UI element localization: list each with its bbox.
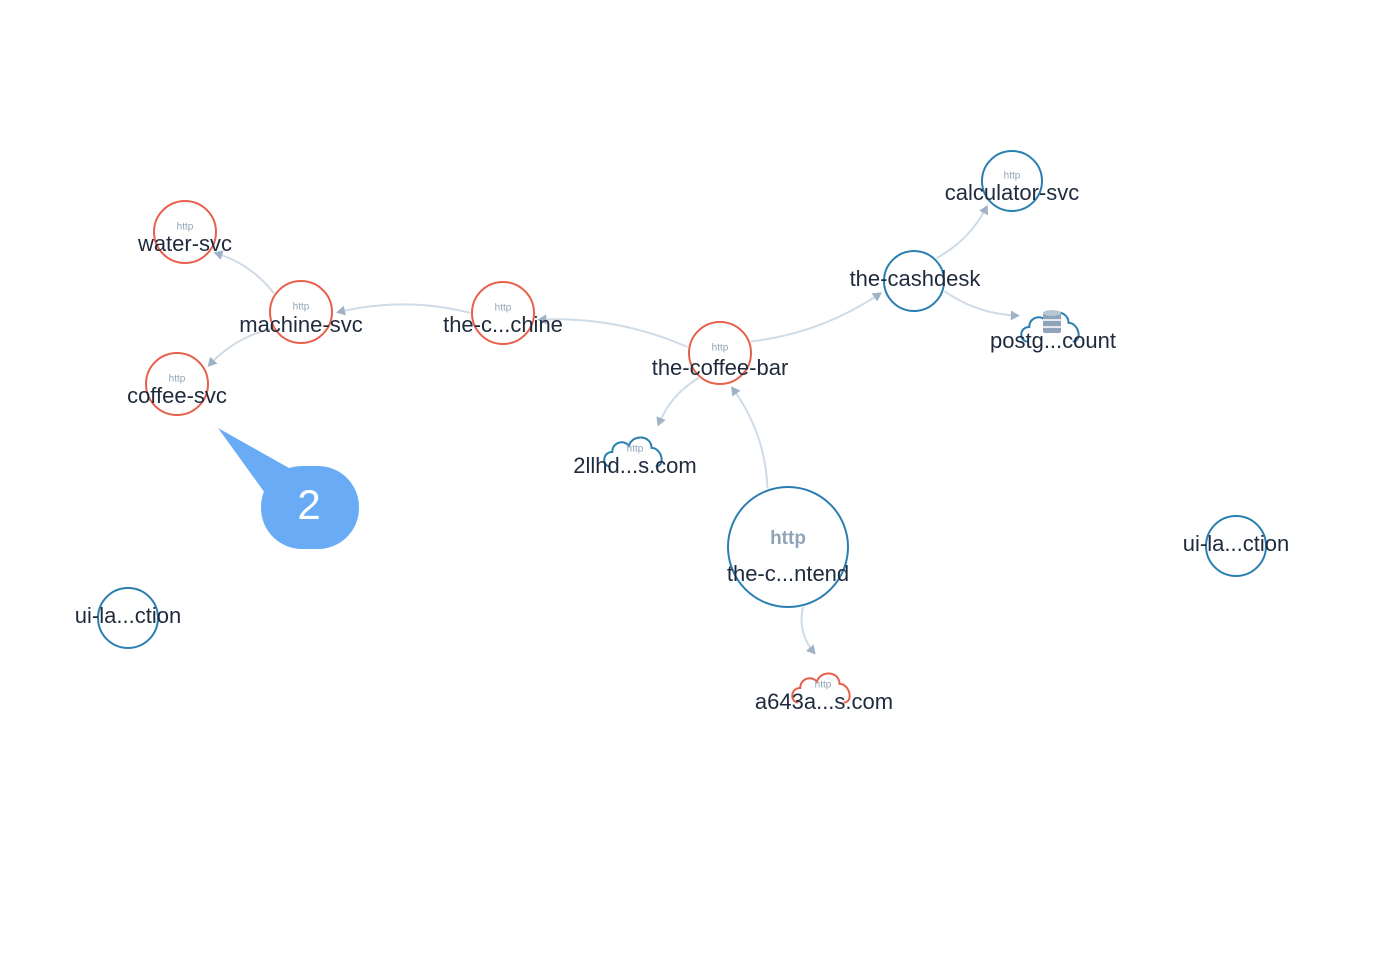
cloud-icon <box>603 436 663 468</box>
node-label: ui-la...ction <box>75 603 181 628</box>
node-label: coffee-svc <box>127 383 227 408</box>
node-ring <box>981 150 1043 212</box>
edge-the-c-ntend-to-the-coffee-bar[interactable] <box>731 387 769 489</box>
edge-the-cashdesk-to-postg-count[interactable] <box>943 290 1018 317</box>
database-icon <box>1043 310 1061 333</box>
node-ui-la-ction-right[interactable]: ui-la...ction <box>1183 515 1289 577</box>
node-label: calculator-svc <box>945 180 1079 205</box>
edge-arrowhead <box>207 356 218 367</box>
protocol-label: http <box>177 222 194 233</box>
node-ring <box>145 352 209 416</box>
badge-count: 2 <box>297 481 320 528</box>
edge-arrowhead <box>336 305 346 316</box>
edge-arrowhead <box>656 416 666 427</box>
edge-arrowhead <box>806 644 816 655</box>
cloud-icon <box>791 672 851 704</box>
node-the-c-ntend[interactable]: http the-c...ntend <box>727 486 849 608</box>
nodes-layer: httpwater-svchttpmachine-svchttpcoffee-s… <box>75 150 1289 714</box>
edge-the-coffee-bar-to-the-c-chine[interactable] <box>539 318 688 348</box>
edge-the-c-chine-to-machine-svc[interactable] <box>337 303 471 314</box>
node-ring <box>153 200 217 264</box>
edge-the-coffee-bar-to-the-cashdesk[interactable] <box>750 292 881 343</box>
edge-arrowhead <box>213 250 224 260</box>
node-label: the-cashdesk <box>850 266 982 291</box>
node-the-cashdesk[interactable]: the-cashdesk <box>850 250 982 312</box>
edge-arrowhead <box>979 204 989 216</box>
node-label: the-c...ntend <box>727 561 849 586</box>
edge-the-coffee-bar-to-2llhd-com[interactable] <box>657 377 700 426</box>
edge-arrowhead <box>1010 310 1020 321</box>
edge-machine-svc-to-water-svc[interactable] <box>215 252 275 294</box>
protocol-label: http <box>627 444 644 455</box>
edge-arrowhead <box>731 386 741 397</box>
edge-arrowhead <box>871 292 882 302</box>
node-label: water-svc <box>137 231 232 256</box>
node-label: the-c...chine <box>443 312 563 337</box>
edges-layer <box>207 204 1020 655</box>
protocol-label: http <box>495 303 512 314</box>
node-label: postg...count <box>990 328 1116 353</box>
node-label: a643a...s.com <box>755 689 893 714</box>
node-ring <box>471 281 535 345</box>
edge-machine-svc-to-coffee-svc[interactable] <box>208 327 273 367</box>
protocol-label: http <box>169 374 186 385</box>
node-ring <box>97 587 159 649</box>
edge-the-cashdesk-to-calculator-svc[interactable] <box>935 206 988 260</box>
node-ring <box>727 486 849 608</box>
protocol-label: http <box>712 343 729 354</box>
protocol-label: http <box>293 302 310 313</box>
cluster-badge[interactable]: 2 <box>218 428 359 549</box>
protocol-label: http <box>770 528 806 549</box>
protocol-label: http <box>815 680 832 691</box>
node-ring <box>1205 515 1267 577</box>
badge-bubble <box>261 466 359 549</box>
node-label: the-coffee-bar <box>652 355 789 380</box>
node-label: 2llhd...s.com <box>573 453 697 478</box>
node-label: machine-svc <box>239 312 362 337</box>
node-label: ui-la...ction <box>1183 531 1289 556</box>
edge-arrowhead <box>537 314 547 325</box>
node-postg-count[interactable]: postg...count <box>990 310 1116 353</box>
node-ring <box>269 280 333 344</box>
node-ui-la-ction-left[interactable]: ui-la...ction <box>75 587 181 649</box>
node-ring <box>688 321 752 385</box>
protocol-label: http <box>1004 171 1021 182</box>
node-ring <box>883 250 945 312</box>
